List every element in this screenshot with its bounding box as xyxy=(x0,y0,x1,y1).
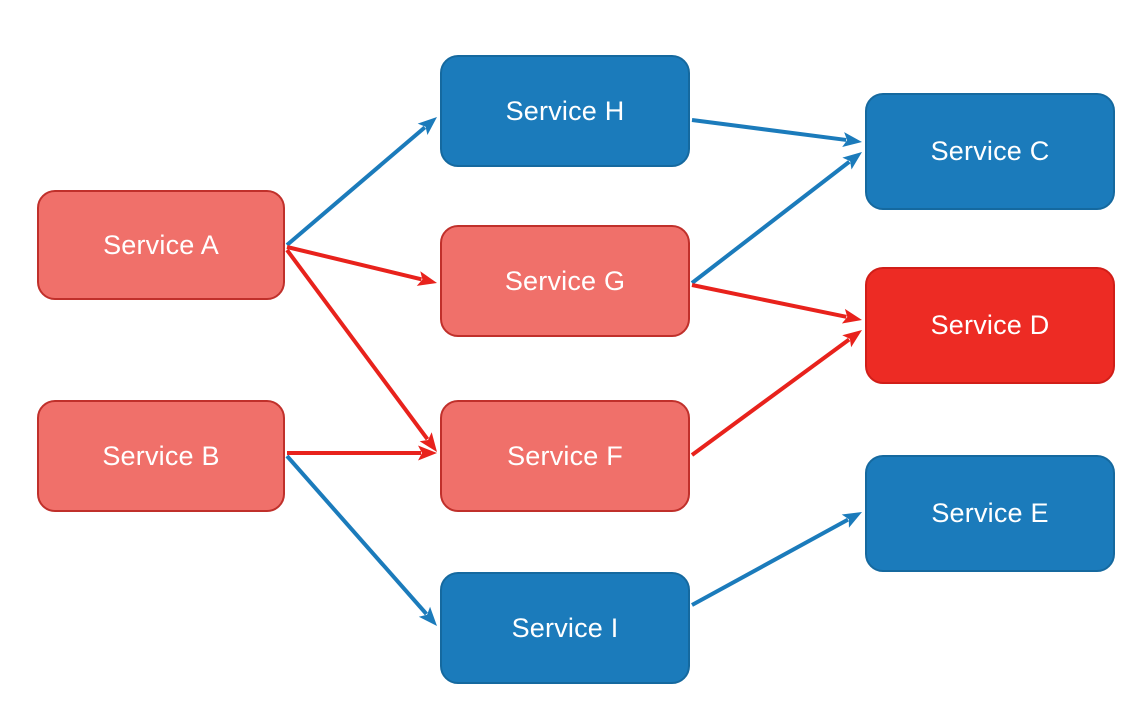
node-label: Service H xyxy=(505,95,625,126)
edge-b-to-f xyxy=(287,445,437,461)
edge-a-to-f xyxy=(285,248,437,452)
edge-h-to-c xyxy=(691,118,862,147)
edge-line xyxy=(691,118,847,142)
edge-line xyxy=(285,454,428,616)
node-service-i[interactable]: Service I xyxy=(440,572,690,684)
edge-b-to-i xyxy=(285,454,437,626)
edge-a-to-g xyxy=(286,245,437,286)
node-label: Service G xyxy=(504,265,626,296)
edge-i-to-e xyxy=(691,512,862,607)
edge-arrowhead xyxy=(417,117,437,136)
node-label: Service A xyxy=(103,229,219,260)
node-service-f[interactable]: Service F xyxy=(440,400,690,512)
edge-arrowhead xyxy=(842,132,862,147)
edge-arrowhead xyxy=(418,445,437,461)
edge-line xyxy=(285,125,427,247)
edge-arrowhead xyxy=(841,308,862,324)
edge-arrowhead xyxy=(416,271,437,286)
edge-line xyxy=(690,160,851,285)
node-service-e[interactable]: Service E xyxy=(865,455,1115,572)
node-label: Service B xyxy=(102,440,220,471)
edge-g-to-d xyxy=(691,283,862,324)
node-service-d[interactable]: Service D xyxy=(865,267,1115,384)
edge-arrowhead xyxy=(419,432,437,452)
edge-arrowhead xyxy=(842,152,862,170)
node-label: Service D xyxy=(930,310,1050,340)
edge-line xyxy=(691,283,847,319)
node-service-h[interactable]: Service H xyxy=(440,55,690,167)
edge-line xyxy=(285,248,430,441)
edge-a-to-h xyxy=(285,117,437,247)
edge-f-to-d xyxy=(690,330,862,457)
node-service-a[interactable]: Service A xyxy=(37,190,285,300)
edge-arrowhead xyxy=(842,330,862,348)
node-label: Service C xyxy=(930,136,1050,166)
node-label: Service E xyxy=(931,498,1049,528)
edge-arrowhead xyxy=(841,512,862,528)
edge-arrowhead xyxy=(418,606,437,626)
node-service-g[interactable]: Service G xyxy=(440,225,690,337)
edge-line xyxy=(690,337,851,457)
node-label: Service I xyxy=(511,612,619,643)
node-label: Service F xyxy=(507,440,623,471)
node-service-c[interactable]: Service C xyxy=(865,93,1115,210)
edge-line xyxy=(691,517,849,607)
edge-line xyxy=(286,245,422,282)
node-service-b[interactable]: Service B xyxy=(37,400,285,512)
edge-g-to-c xyxy=(690,152,862,285)
